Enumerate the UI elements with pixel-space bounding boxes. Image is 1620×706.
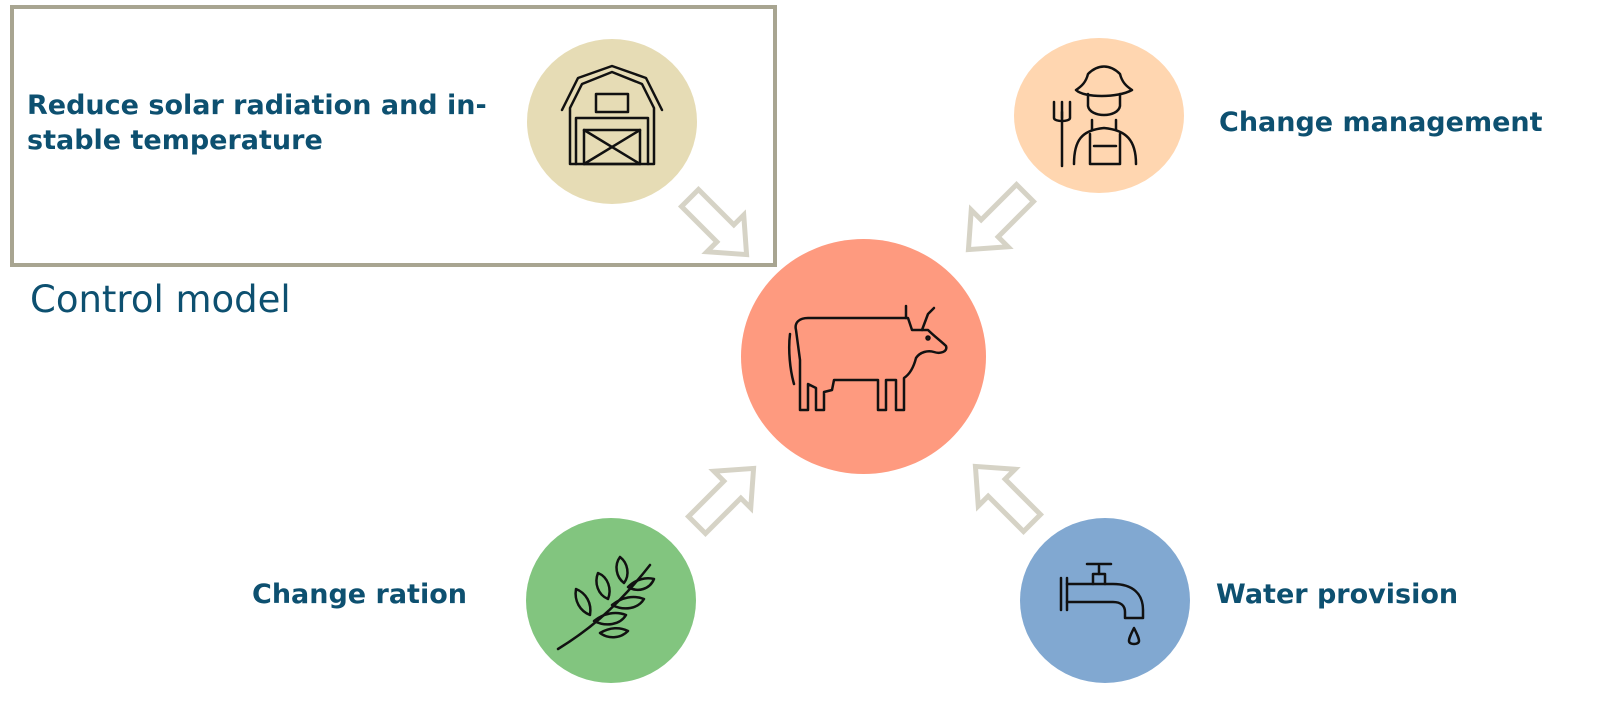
arrow-farmer-shape [965, 180, 1038, 253]
cow-icon [787, 304, 948, 412]
arrow-water-shape [972, 463, 1045, 536]
arrow-ration-shape [684, 465, 757, 538]
barn-label: Reduce solar radiation and in- stable te… [27, 88, 527, 158]
ration-label: Change ration [252, 577, 467, 612]
control-model-caption: Control model [30, 278, 291, 321]
wheat-icon [556, 555, 656, 651]
barn-icon [560, 64, 664, 166]
farmer-icon [1052, 65, 1138, 168]
control-model-highlight-box [10, 5, 777, 267]
farmer-label: Change management [1219, 105, 1543, 140]
cow-circle [741, 239, 986, 474]
ration-label-line-1: Change ration [252, 579, 467, 610]
farmer-label-line-1: Change management [1219, 107, 1543, 138]
barn-label-line-1: Reduce solar radiation and in- [27, 90, 487, 121]
water-label: Water provision [1216, 577, 1458, 612]
ration-circle [526, 518, 696, 683]
faucet-icon [1059, 562, 1145, 646]
barn-label-line-2: stable temperature [27, 125, 323, 156]
water-label-line-1: Water provision [1216, 579, 1459, 610]
arrow-barn-shape [677, 185, 750, 258]
water-circle [1020, 518, 1190, 683]
